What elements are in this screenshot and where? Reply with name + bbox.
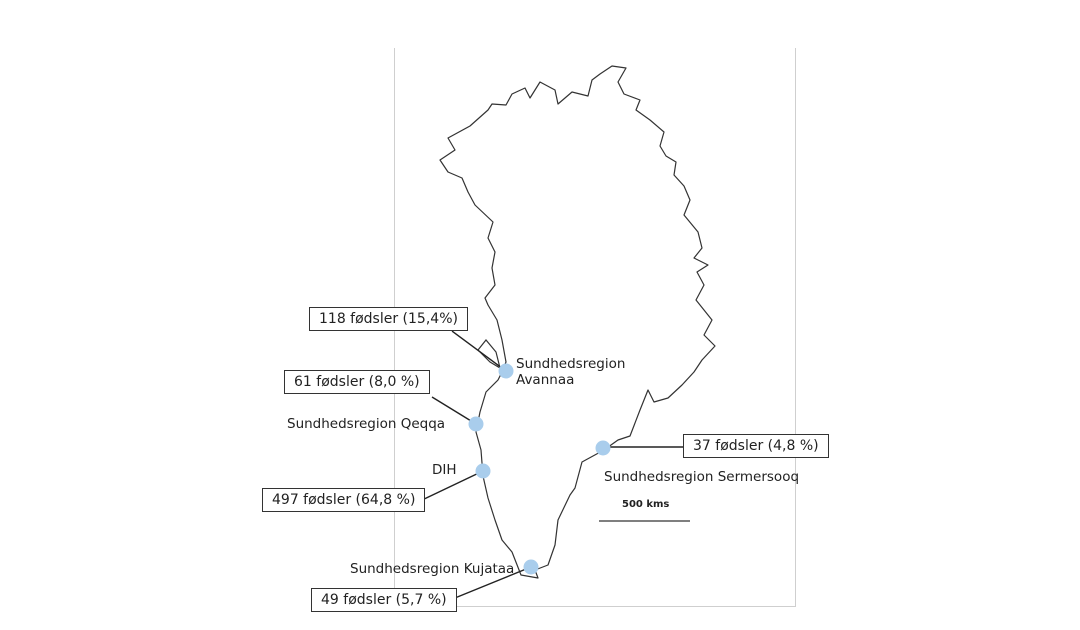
callout-kujataa: 49 fødsler (5,7 %) xyxy=(311,588,457,612)
callout-dih: 497 fødsler (64,8 %) xyxy=(262,488,426,512)
marker-kujataa xyxy=(523,559,539,575)
callout-sermersooq: 37 fødsler (4,8 %) xyxy=(683,434,829,458)
callout-qeqqa: 61 fødsler (8,0 %) xyxy=(284,370,430,394)
marker-sermersooq xyxy=(595,440,611,456)
callout-avannaa: 118 fødsler (15,4%) xyxy=(309,307,468,331)
label-avannaa-line2: Avannaa xyxy=(516,372,575,388)
leader-line-avannaa xyxy=(451,330,507,372)
inland-lake xyxy=(477,339,501,370)
leader-line-qeqqa xyxy=(431,396,477,425)
label-qeqqa: Sundhedsregion Qeqqa xyxy=(287,416,446,432)
leader-line-dih xyxy=(419,470,484,502)
greenland-outline xyxy=(439,65,716,579)
leader-line-kujataa xyxy=(449,566,532,601)
scale-bar-label: 500 kms xyxy=(622,499,670,510)
marker-qeqqa xyxy=(468,416,484,432)
marker-dih xyxy=(475,463,491,479)
label-sermersooq: Sundhedsregion Sermersooq xyxy=(604,469,800,485)
label-dih: DIH xyxy=(432,462,457,478)
label-kujataa: Sundhedsregion Kujataa xyxy=(350,561,515,577)
label-avannaa-line1: Sundhedsregion xyxy=(516,356,626,372)
marker-avannaa xyxy=(498,363,514,379)
